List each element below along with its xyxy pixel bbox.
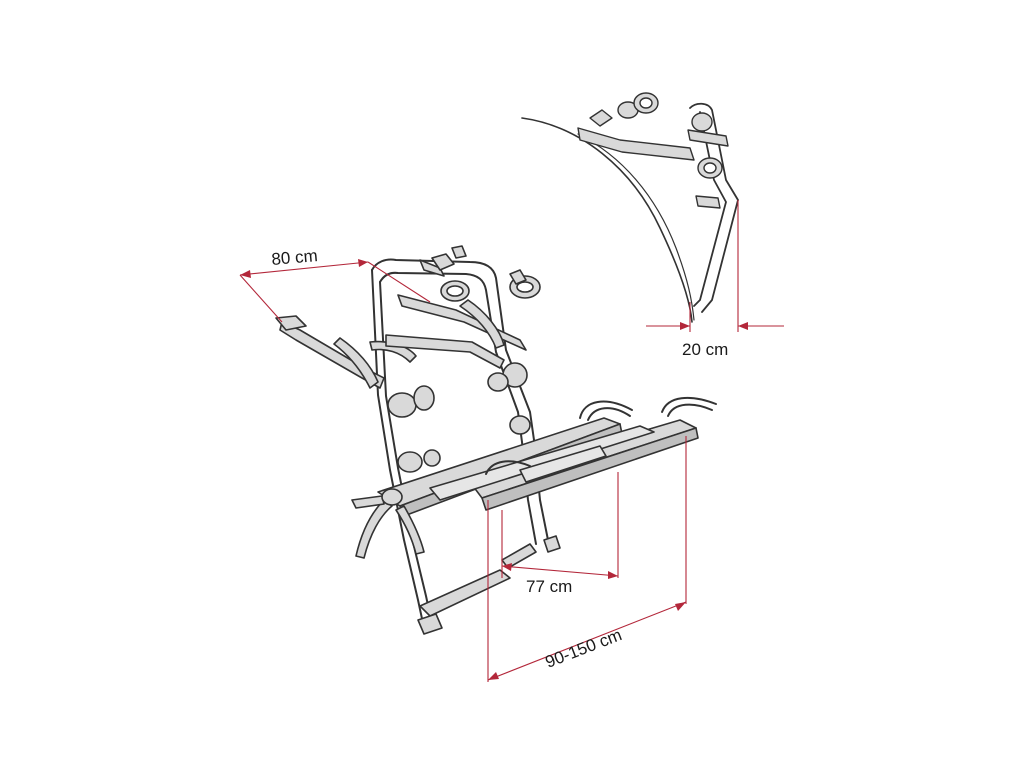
adjustment-knobs [387,362,531,473]
dim-80-ext-right [367,261,431,303]
top-clamps [431,245,541,302]
dim-77-line [501,565,619,577]
arrow-77-right [608,571,618,579]
arrow-20-left [680,322,690,330]
inset-upper-arm [577,127,695,161]
dim-20-label: 20 cm [682,340,728,359]
middle-crossbar [385,334,505,369]
dim-80-label: 80 cm [271,246,319,269]
inset-frame [689,102,739,313]
dim-90-150-line [487,601,687,681]
dim-80-line [239,261,369,276]
arrow-90-150-left [488,672,499,680]
hanging-strap [351,488,425,559]
upper-arm [275,315,417,389]
dimension-arrowheads [240,259,748,680]
car-rear-outline [521,117,693,323]
wheel-rails [377,417,699,517]
dim-90-150-label: 90-150 cm [543,625,625,672]
arrow-20-right [738,322,748,330]
arrow-80-right [358,259,368,267]
dimension-lines [239,200,784,682]
arrow-80-left [240,270,251,278]
bike-carrier-main [275,245,717,635]
inset-mount-view [521,92,739,323]
dim-77-label: 77 cm [526,577,572,596]
arrow-77-left [502,563,512,571]
dim-80-ext-left [239,274,283,323]
arrow-90-150-right [675,602,686,611]
upper-straps [397,259,527,351]
wheel-tray-ends [485,396,717,475]
